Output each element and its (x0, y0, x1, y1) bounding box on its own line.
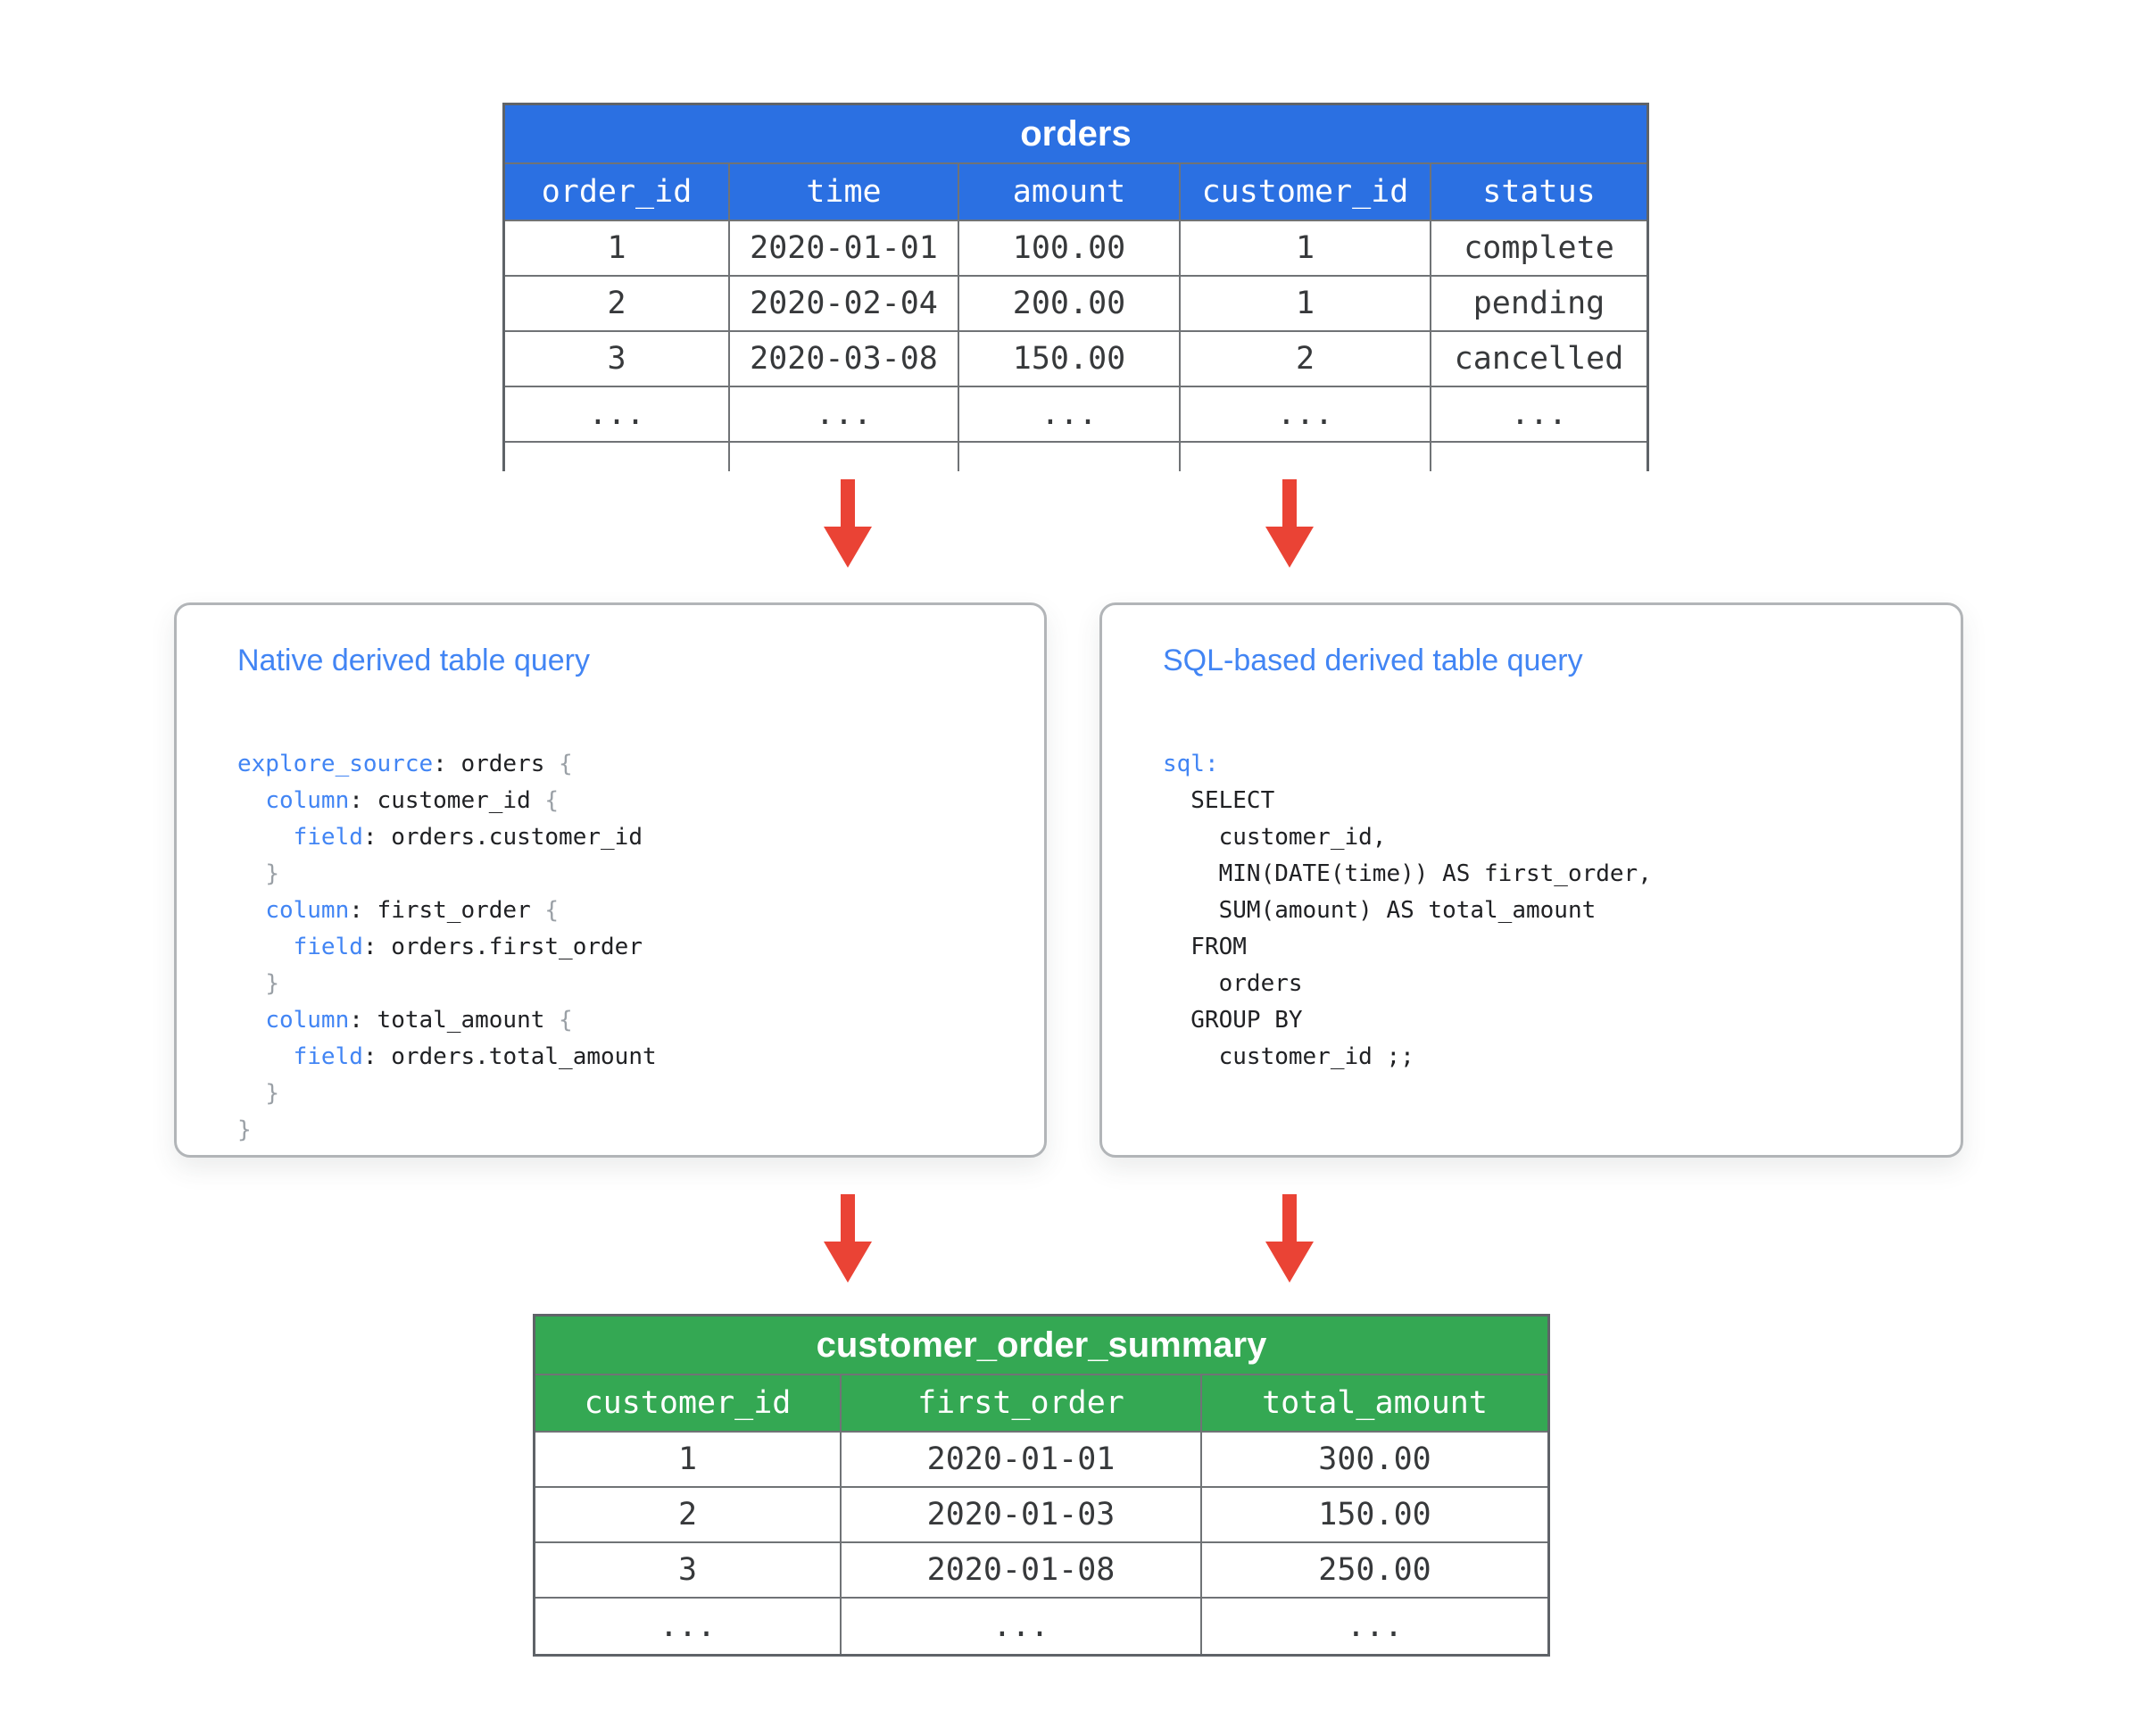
orders-table-cell: pending (1431, 277, 1646, 332)
summary-table-column-header: total_amount (1202, 1375, 1547, 1433)
code-line: SELECT (1163, 787, 1275, 814)
code-line: column: first_order { (265, 897, 560, 924)
arrow-head (1265, 1242, 1314, 1283)
summary-table-cell: 150.00 (1202, 1488, 1547, 1543)
summary-table-cell: 2020-01-01 (842, 1433, 1202, 1488)
summary-table-cell: ... (1202, 1599, 1547, 1654)
orders-table-cell: ... (730, 387, 959, 443)
orders-table-clipped-cell (730, 443, 959, 471)
summary-table-cell: ... (842, 1599, 1202, 1654)
orders-table-column-header: customer_id (1181, 164, 1431, 221)
orders-table-cell: 200.00 (959, 277, 1181, 332)
code-line: FROM (1163, 934, 1247, 960)
code-line: SUM(amount) AS total_amount (1163, 897, 1597, 924)
orders-table-cell: 1 (505, 221, 730, 277)
summary-table-column-header: customer_id (535, 1375, 842, 1433)
code-line: explore_source: orders { (237, 751, 573, 777)
summary-table-cell: ... (535, 1599, 842, 1654)
code-line: } (265, 860, 279, 887)
down-arrow-icon (1265, 1194, 1314, 1283)
summary-table-cell: 1 (535, 1433, 842, 1488)
summary-table-cell: 2 (535, 1488, 842, 1543)
orders-table-clipped-cell (505, 443, 730, 471)
summary-table-column-header: first_order (842, 1375, 1202, 1433)
arrow-head (824, 1242, 872, 1283)
code-line: MIN(DATE(time)) AS first_order, (1163, 860, 1652, 887)
orders-table-clipped-cell (1431, 443, 1646, 471)
summary-table-cell: 300.00 (1202, 1433, 1547, 1488)
arrow-shaft (841, 1194, 855, 1242)
code-line: } (237, 1117, 252, 1143)
summary-table-cell: 2020-01-08 (842, 1543, 1202, 1599)
orders-table-title: orders (505, 105, 1646, 164)
code-line: } (265, 1080, 279, 1107)
code-line: customer_id ;; (1163, 1043, 1414, 1070)
arrow-shaft (1282, 479, 1297, 527)
sql-code-block: sql: SELECT customer_id, MIN(DATE(time))… (1163, 746, 1925, 1076)
code-line: column: customer_id { (265, 787, 560, 814)
orders-table-cell: 1 (1181, 277, 1431, 332)
code-line: orders (1163, 970, 1303, 997)
down-arrow-icon (824, 479, 872, 569)
orders-table-cell: ... (1181, 387, 1431, 443)
orders-table-cell: 2 (505, 277, 730, 332)
code-line: customer_id, (1163, 824, 1387, 851)
summary-table-cell: 250.00 (1202, 1543, 1547, 1599)
native-card-title: Native derived table query (237, 644, 591, 677)
summary-table-title: customer_order_summary (535, 1317, 1547, 1375)
arrow-head (1265, 527, 1314, 568)
orders-table-cell: 2020-03-08 (730, 332, 959, 387)
orders-table-cell: 150.00 (959, 332, 1181, 387)
summary-table-cell: 3 (535, 1543, 842, 1599)
orders-table-cell: ... (505, 387, 730, 443)
orders-table-cell: 2020-01-01 (730, 221, 959, 277)
orders-table-clipped-cell (1181, 443, 1431, 471)
sql-derived-table-card: SQL-based derived table query sql: SELEC… (1099, 602, 1963, 1158)
orders-table-cell: ... (1431, 387, 1646, 443)
orders-table-cell: 1 (1181, 221, 1431, 277)
code-line: GROUP BY (1163, 1007, 1303, 1034)
native-code-block: explore_source: orders { column: custome… (237, 746, 1008, 1149)
orders-table-cell: cancelled (1431, 332, 1646, 387)
code-line: field: orders.customer_id (293, 824, 643, 851)
code-line: field: orders.total_amount (293, 1043, 657, 1070)
code-line: field: orders.first_order (293, 934, 643, 960)
down-arrow-icon (824, 1194, 872, 1283)
down-arrow-icon (1265, 479, 1314, 569)
orders-table-column-header: status (1431, 164, 1646, 221)
code-line: } (265, 970, 279, 997)
orders-table-clipped-cell (959, 443, 1181, 471)
orders-table-cell: 3 (505, 332, 730, 387)
orders-table-cell: 2020-02-04 (730, 277, 959, 332)
orders-table-cell: 2 (1181, 332, 1431, 387)
sql-card-title: SQL-based derived table query (1163, 644, 1583, 677)
orders-table-cell: complete (1431, 221, 1646, 277)
orders-table-column-header: order_id (505, 164, 730, 221)
orders-table-column-header: amount (959, 164, 1181, 221)
code-line: sql: (1163, 751, 1219, 777)
orders-table-cell: ... (959, 387, 1181, 443)
arrow-shaft (841, 479, 855, 527)
code-line: column: total_amount { (265, 1007, 573, 1034)
native-derived-table-card: Native derived table query explore_sourc… (174, 602, 1047, 1158)
summary-table-cell: 2020-01-03 (842, 1488, 1202, 1543)
orders-table-column-header: time (730, 164, 959, 221)
arrow-head (824, 527, 872, 568)
orders-table-cell: 100.00 (959, 221, 1181, 277)
arrow-shaft (1282, 1194, 1297, 1242)
